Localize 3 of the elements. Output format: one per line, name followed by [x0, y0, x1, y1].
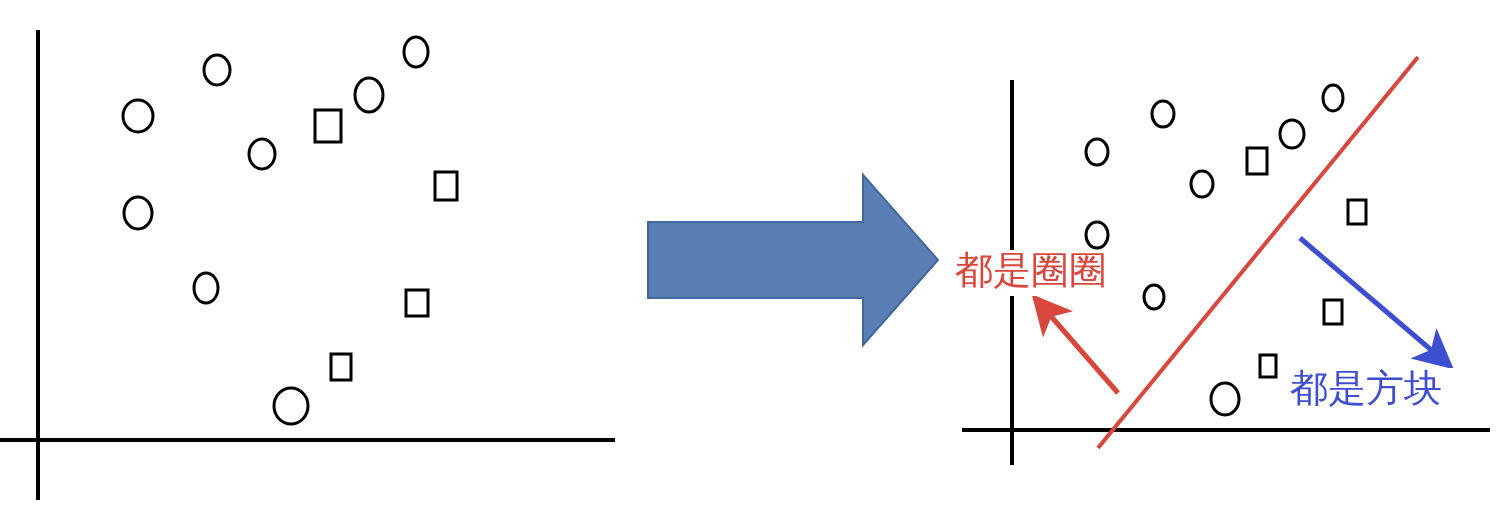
- arrow: [1031, 294, 1120, 395]
- arrow: [1298, 236, 1454, 370]
- block-arrow: [647, 172, 940, 348]
